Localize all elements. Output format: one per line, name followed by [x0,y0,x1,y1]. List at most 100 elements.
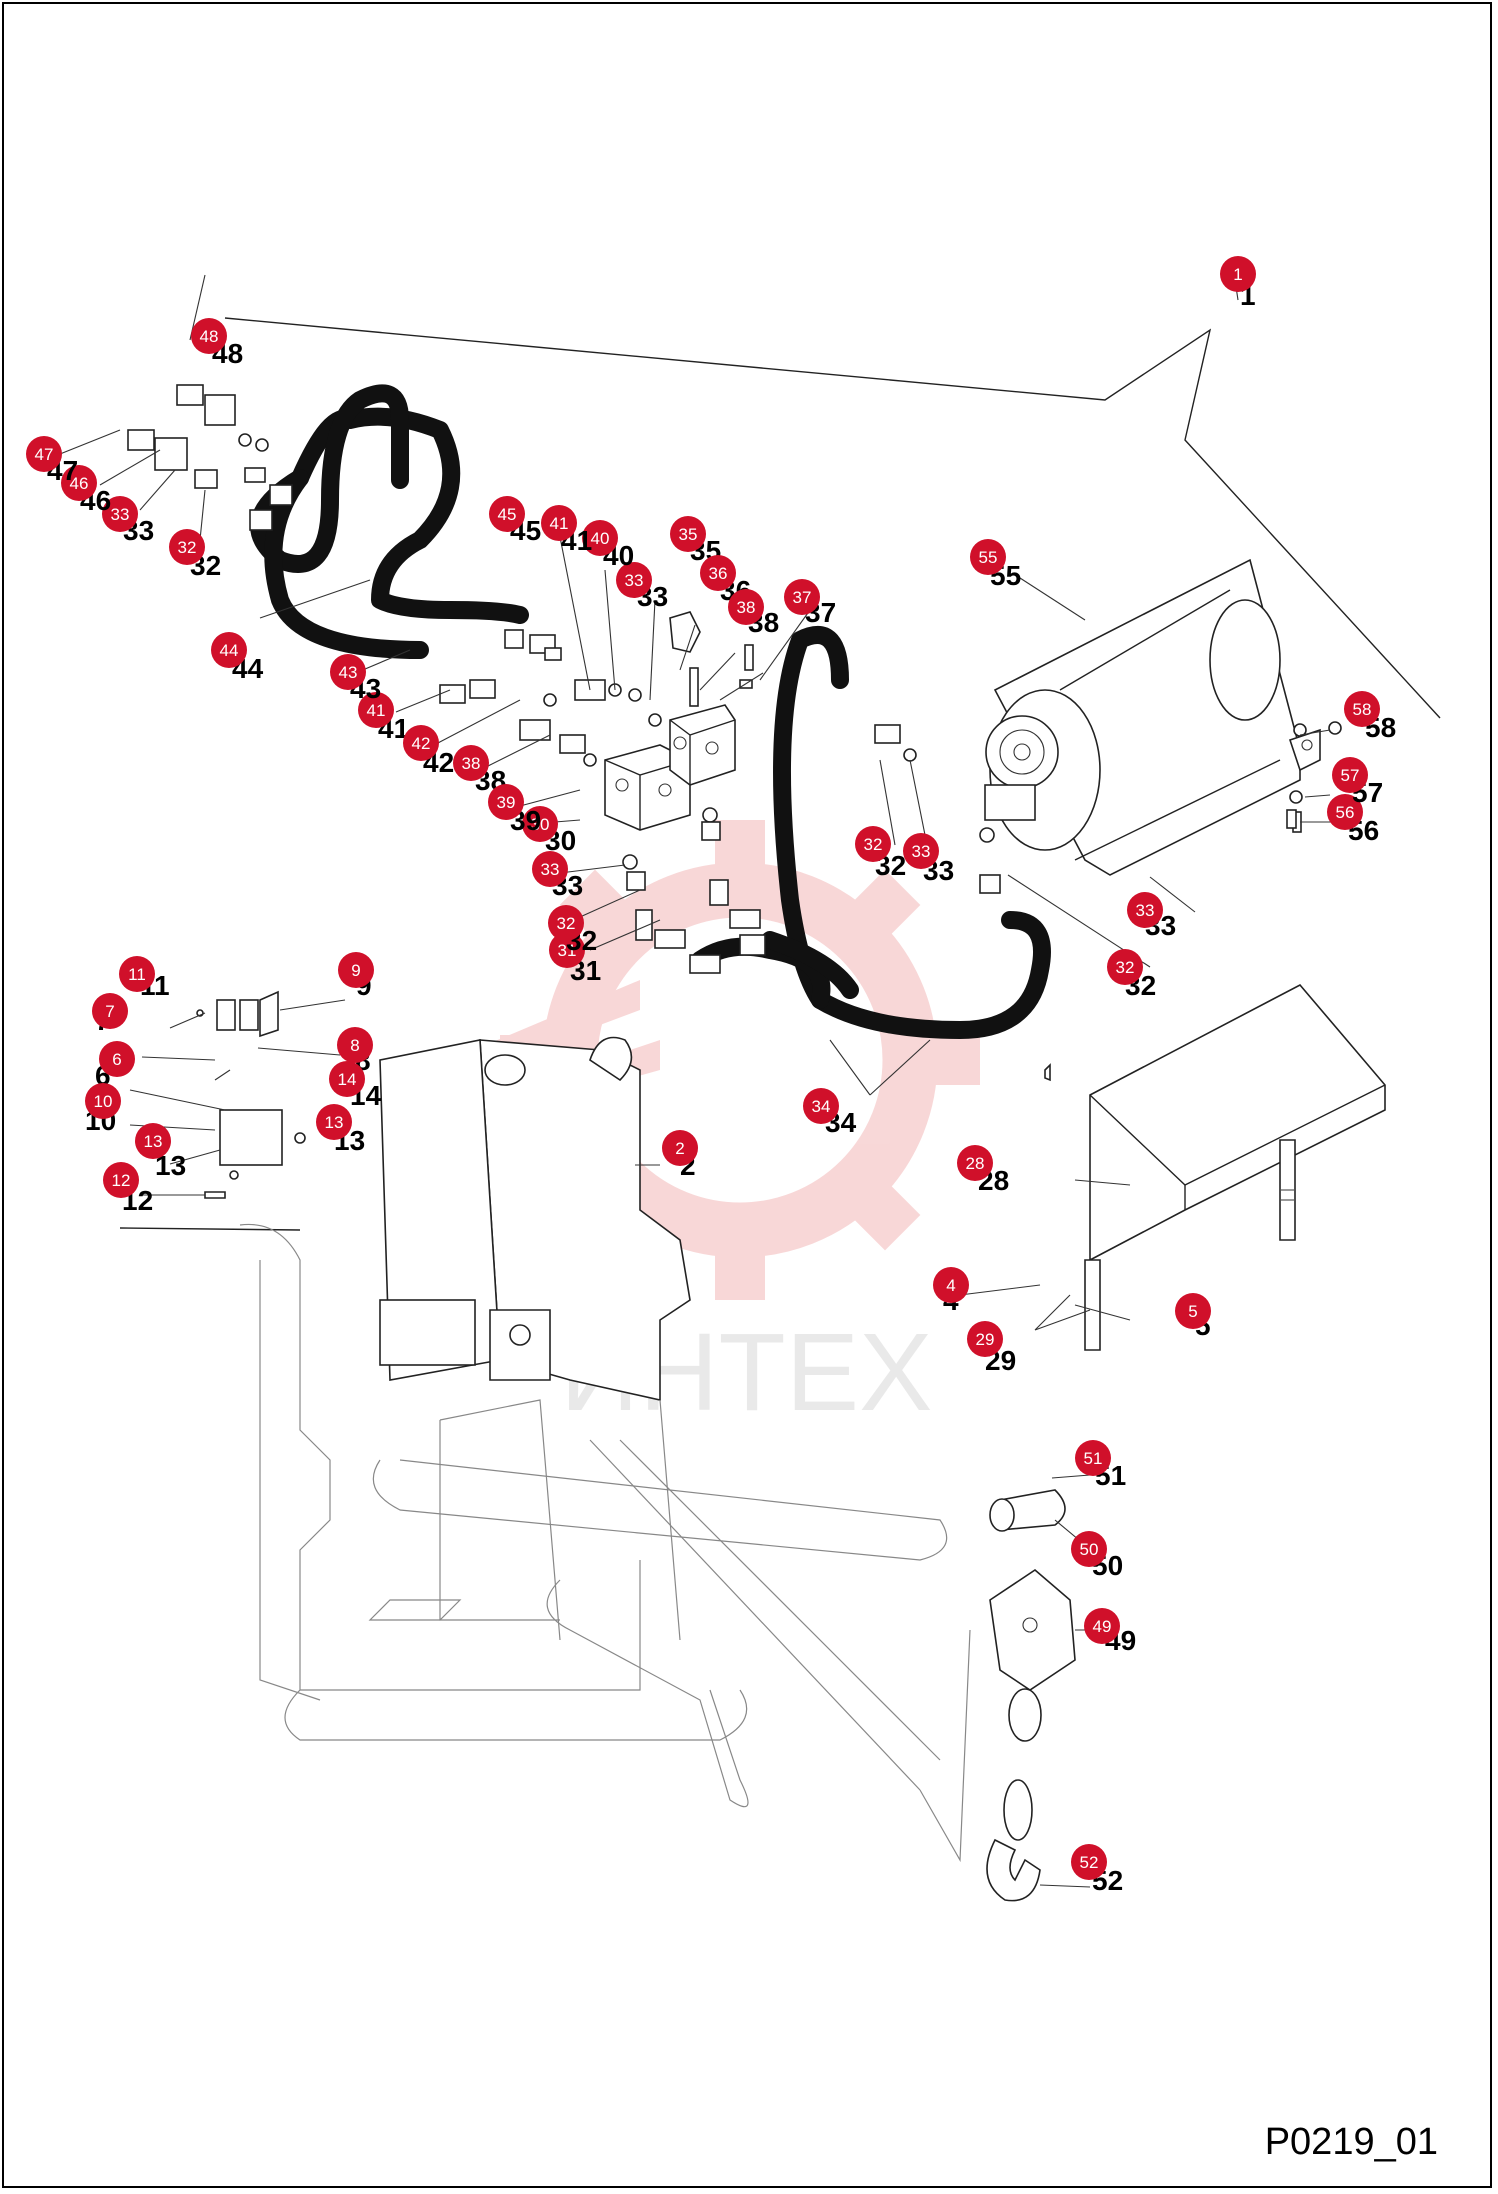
callout-badge-number: 5 [1188,1302,1197,1321]
callout-badge-number: 1 [1233,265,1242,284]
callout-badge [967,1321,1003,1357]
callout-badge [489,496,525,532]
callout-9: 99 [338,952,374,1001]
callout-badge [85,1083,121,1119]
callout-badge-number: 40 [591,529,610,548]
callout-badge [316,1104,352,1140]
callout-badge [1332,757,1368,793]
callout-badge [1071,1844,1107,1880]
callout-badge-number: 13 [144,1132,163,1151]
callout-badge [61,465,97,501]
callout-badge-number: 11 [128,965,146,984]
callout-badge [803,1088,839,1124]
callout-badge-number: 33 [111,505,130,524]
callout-badge-number: 34 [812,1097,831,1116]
callout-badge [670,516,706,552]
callout-badge-number: 31 [558,941,577,960]
callout-badge-number: 12 [112,1171,131,1190]
callout-badge-number: 58 [1353,700,1372,719]
callout-badge-number: 39 [497,793,516,812]
callout-badge [662,1130,698,1166]
callout-badge-number: 33 [1136,901,1155,920]
callout-badge-number: 4 [946,1276,955,1295]
leader-lines [59,274,1345,1888]
callout-badge [103,1162,139,1198]
callout-badge-number: 38 [462,754,481,773]
callout-7: 77 [92,993,128,1036]
callout-badge [1071,1531,1107,1567]
guard-cover [1084,983,1386,1351]
callout-badge-number: 13 [325,1113,344,1132]
callout-badge [488,784,524,820]
callout-badge-number: 37 [793,588,812,607]
callout-badge-number: 32 [1116,958,1135,977]
callout-badge-number: 36 [709,564,728,583]
callout-badge [548,905,584,941]
callout-badge [728,589,764,625]
callout-5: 55 [1175,1293,1211,1341]
bolts [744,644,1342,829]
callout-badge [1220,256,1256,292]
callout-badge-number: 29 [976,1330,995,1349]
winch-drum [984,558,1321,876]
callout-badge [1344,691,1380,727]
callout-badge-number: 8 [350,1036,359,1055]
callout-badge-number: 52 [1080,1853,1099,1872]
callout-badge-number: 50 [1080,1540,1099,1559]
callout-badge [616,562,652,598]
callout-badge [1075,1440,1111,1476]
callout-6: 66 [95,1041,135,1091]
callout-badge-number: 9 [351,961,360,980]
callout-badge-number: 48 [200,327,219,346]
callout-badge [92,993,128,1029]
callout-badge-number: 44 [220,641,239,660]
fittings [127,384,1307,974]
callout-badge [1084,1608,1120,1644]
callout-badge [933,1267,969,1303]
callout-badge [102,496,138,532]
callout-badge [1327,794,1363,830]
callout-badge-number: 32 [864,835,883,854]
callout-badge [403,725,439,761]
callout-badge-number: 41 [550,514,569,533]
callouts: 1122445566778899101011111212131313131414… [26,256,1396,1896]
callout-badge-number: 49 [1093,1617,1112,1636]
callout-badge [522,806,558,842]
callout-2: 22 [662,1130,698,1181]
callout-badge-number: 38 [737,598,756,617]
callout-badge-number: 35 [679,525,698,544]
callout-badge [1127,892,1163,928]
callout-badge-number: 6 [112,1050,121,1069]
callout-4: 44 [933,1267,969,1316]
control-module [196,990,306,1199]
callout-badge-number: 47 [35,445,54,464]
callout-badge-number: 46 [70,474,89,493]
callout-badge [541,505,577,541]
callout-badge-number: 42 [412,734,431,753]
callout-badge [903,833,939,869]
callout-badge-number: 14 [338,1070,357,1089]
callout-badge-number: 51 [1084,1449,1103,1468]
callout-badge [1175,1293,1211,1329]
